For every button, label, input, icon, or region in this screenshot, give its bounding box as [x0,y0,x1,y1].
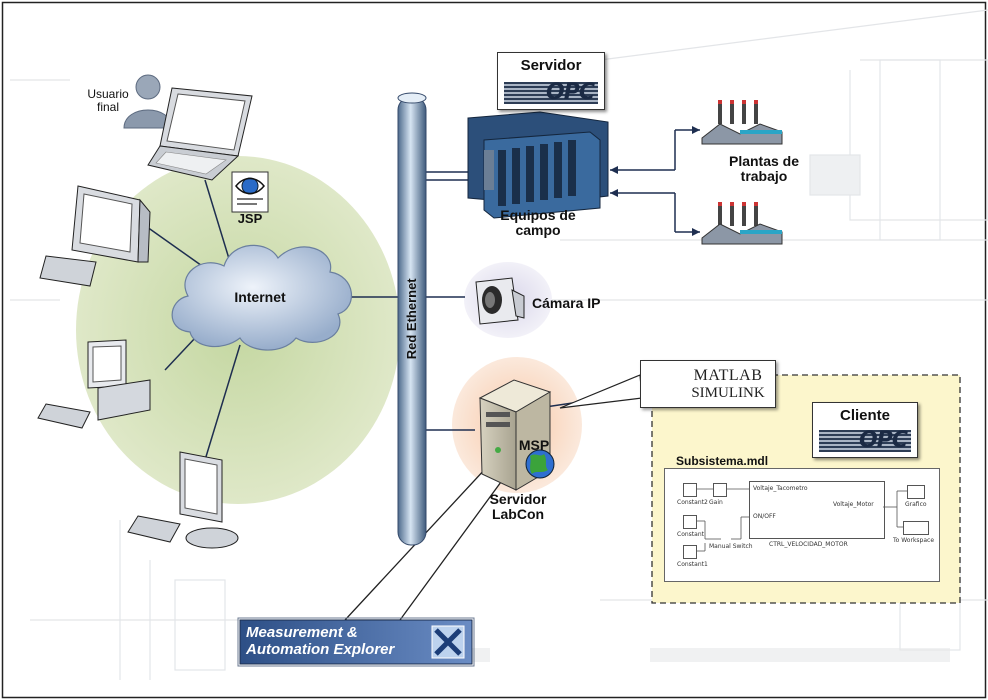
desktop-computer-icon-3 [127,451,239,549]
opc-client-logo-text: OPC [859,428,908,453]
matlab-text: MATLAB [693,367,763,384]
ethernet-bus [397,92,427,546]
field-equipment-icon [467,111,609,219]
scope-label: Grafico [905,501,927,508]
matlab-simulink-badge: MATLAB SIMULINK [640,360,776,408]
servidor-label: Servidor [520,57,582,74]
voltaje-motor-port: Voltaje_Motor [833,501,874,508]
jsp-document-icon [231,171,269,213]
gain-block [713,483,727,497]
subsistema-label: Subsistema.mdl [676,454,769,468]
opc-client-badge: Cliente OPC [812,402,918,458]
internet-label: Internet [234,289,286,305]
opc-logo: OPC [504,80,598,105]
desktop-computer-icon-2 [37,339,151,429]
constant2-label: Constant2 [677,499,708,506]
mae-line-1: Measurement & [246,624,358,641]
simulink-text: SIMULINK [691,385,765,401]
on-off-port: ON/OFF [753,513,776,520]
ni-x-icon [431,625,465,659]
workspace-label: To Workspace [893,537,935,544]
plantas-de-trabajo-label: Plantas de trabajo [728,153,800,184]
cliente-label: Cliente [839,407,890,424]
camara-ip-label: Cámara IP [532,295,601,311]
usuario-final-label: Usuario final [87,87,129,114]
mae-line-2: Automation Explorer [246,641,395,658]
factory-icon-2 [701,202,783,245]
desktop-computer-icon-1 [39,185,151,287]
ctrl-subsystem-block [749,481,885,539]
opc-client-logo: OPC [819,428,911,453]
constant1-label: Constant1 [677,561,708,568]
opc-logo-text: OPC [546,80,595,105]
ctrl-label: CTRL_VELOCIDAD_MOTOR [769,541,848,548]
scope-block [907,485,925,499]
jsp-label: JSP [237,211,263,226]
mae-logo-background [237,617,475,667]
red-ethernet-label: Red Ethernet [404,278,420,360]
manual-switch-label: Manual Switch [709,543,753,550]
constant-label: Constant [677,531,704,538]
constant-block [683,515,697,529]
mae-logo-text: Measurement & Automation Explorer [246,624,436,658]
globe-icon [525,449,555,479]
msp-label: MSP [518,437,550,453]
workspace-block [903,521,929,535]
servidor-labcon-label: Servidor LabCon [489,491,547,522]
equipos-de-campo-label: Equipos de campo [500,207,576,238]
internet-cloud-icon [171,244,353,351]
ip-camera-icon [475,277,525,325]
laptop-icon [147,87,253,181]
factory-icon-1 [701,100,783,145]
constant1-block [683,545,697,559]
gain-label: Gain [709,499,723,506]
voltaje-tacometro-port: Voltaje_Tacometro [753,485,808,492]
simulink-wires [696,488,907,552]
opc-server-badge: Servidor OPC [497,52,605,110]
constant2-block [683,483,697,497]
simulink-model: Constant2 Gain Constant Constant1 Manual… [664,468,940,582]
